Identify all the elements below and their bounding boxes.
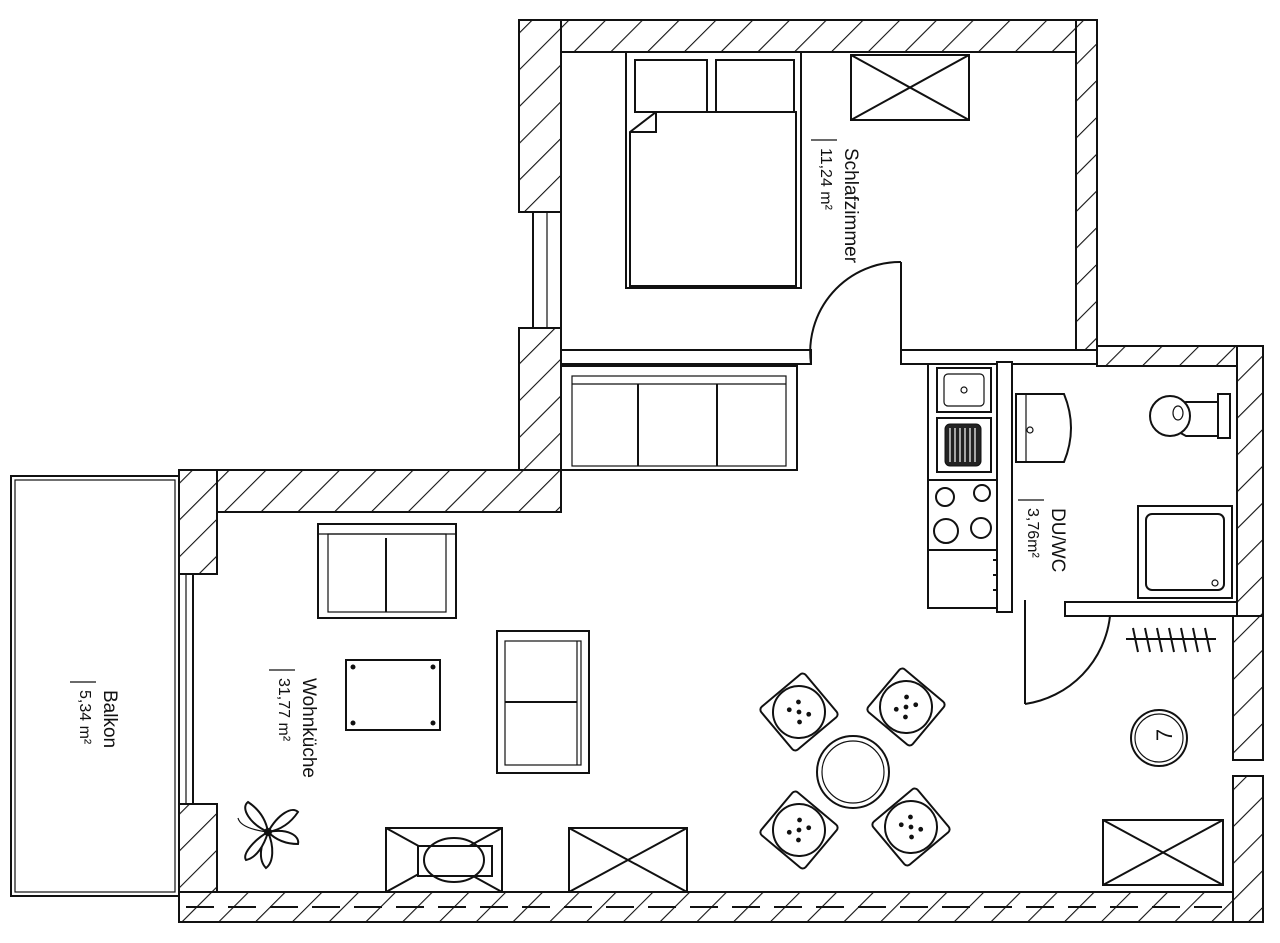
room-area: 5,34 m² <box>76 690 93 745</box>
kitchen-counter <box>927 363 998 609</box>
burner <box>935 487 955 507</box>
coat-rack <box>1126 627 1216 653</box>
armchair <box>317 523 457 619</box>
cabinet-bottom-middle <box>568 827 688 893</box>
balcony-inner <box>14 479 176 893</box>
wardrobe-bedroom <box>850 54 970 121</box>
burner <box>970 517 992 539</box>
burner <box>973 484 991 502</box>
room-name: Balkon <box>99 690 120 748</box>
sink-small <box>936 367 992 413</box>
toilet <box>1149 393 1231 439</box>
wall-bath-left <box>996 361 1013 613</box>
stove <box>927 479 998 551</box>
wall-bedroom-bottom <box>560 349 812 365</box>
label-wohnkueche: Wohnküche 31,77 m² <box>269 669 319 778</box>
room-area: 11,24 m² <box>817 148 834 211</box>
wall-bedroom-top <box>518 19 1098 53</box>
wall-living-bottom <box>178 891 1264 923</box>
door-bathroom <box>1024 600 1111 705</box>
room-area: 3,76m² <box>1024 508 1041 558</box>
room-name: Wohnküche <box>298 678 319 778</box>
drainboard <box>936 417 992 473</box>
coffee-table <box>345 659 441 731</box>
cabinet-bottom-left <box>385 827 503 893</box>
washing-machine: 7 <box>1130 709 1188 767</box>
balcony <box>10 475 180 897</box>
windows <box>178 211 1230 908</box>
door-bedroom <box>809 260 902 365</box>
plant <box>237 800 300 870</box>
pillow-left <box>634 59 708 113</box>
shower-tray <box>1137 505 1233 599</box>
wall-bath-bottom <box>1064 601 1238 617</box>
dining-set <box>759 667 951 870</box>
loveseat <box>496 630 590 774</box>
room-name: DU/WC <box>1047 508 1068 572</box>
burner <box>933 518 959 544</box>
wall-bedroom-right <box>1075 19 1098 351</box>
bed <box>625 51 802 289</box>
label-duwc: DU/WC 3,76m² <box>1018 499 1068 572</box>
wall-bedroom-left <box>518 19 562 213</box>
cabinet-right <box>1102 819 1224 886</box>
bed-blanket <box>629 111 797 287</box>
pillow-right <box>715 59 795 113</box>
wall-living-left-bottom <box>178 803 218 893</box>
dining-table <box>816 735 890 809</box>
wall-living-top <box>178 469 562 513</box>
drainboard-grille <box>944 423 982 467</box>
room-name: Schlafzimmer <box>840 148 861 264</box>
wall-bath-right <box>1236 345 1264 637</box>
washer-label: 7 <box>1152 729 1177 741</box>
chair <box>866 667 946 747</box>
room-area: 31,77 m² <box>275 678 292 742</box>
chair <box>759 672 839 752</box>
chair <box>871 787 951 867</box>
label-balkon: Balkon 5,34 m² <box>70 681 120 748</box>
chair <box>759 790 839 870</box>
wall-living-left-top <box>178 469 218 575</box>
washbasin <box>1015 393 1072 463</box>
wall-living-right-upper <box>1232 615 1264 761</box>
label-schlafzimmer: Schlafzimmer 11,24 m² <box>811 139 861 264</box>
wall-living-right-lower <box>1232 775 1264 923</box>
sofa-top <box>560 365 798 471</box>
